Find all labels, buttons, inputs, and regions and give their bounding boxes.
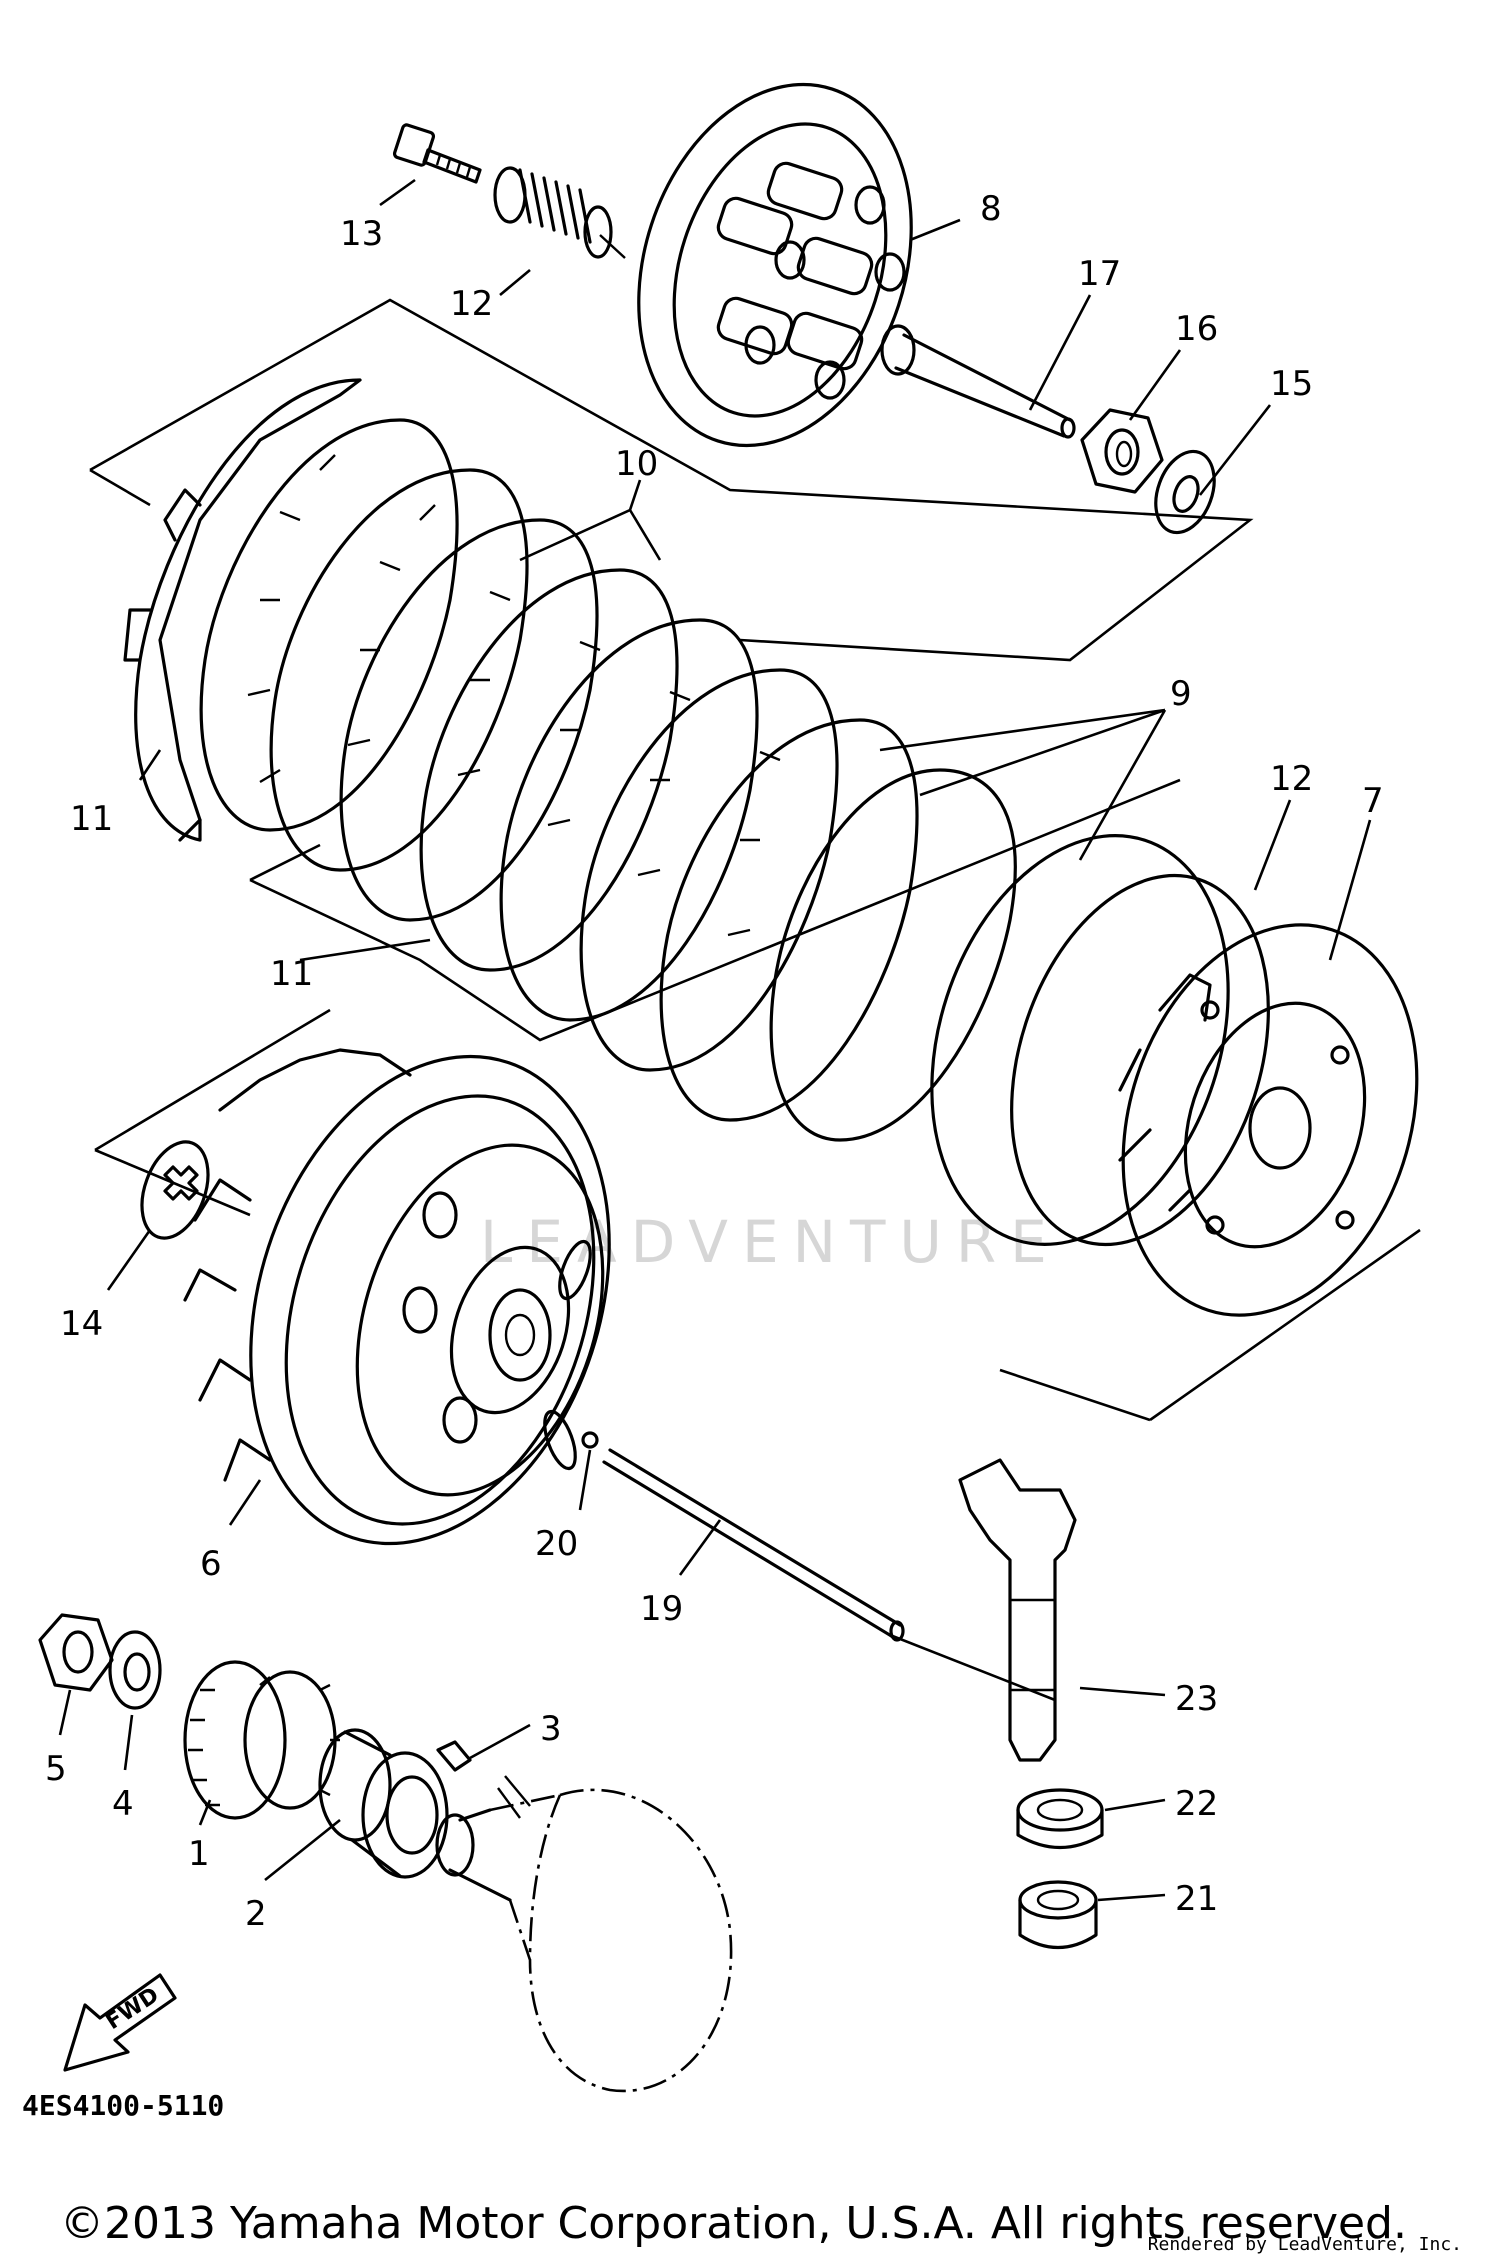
callout-1: 1 xyxy=(188,1834,210,1874)
bearing-21-part xyxy=(1018,1880,1098,1950)
primary-drive-gear-1-part xyxy=(183,1660,340,1820)
copyright-notice: ©2013 Yamaha Motor Corporation, U.S.A. A… xyxy=(60,2198,1407,2249)
oil-seal-22-part xyxy=(1016,1788,1104,1850)
pressure-plate-8-part xyxy=(637,82,913,448)
nut-5-part xyxy=(38,1613,114,1692)
friction-plate-stack-part xyxy=(123,378,1017,1142)
callout-7: 7 xyxy=(1362,781,1384,821)
leader-lines xyxy=(58,178,1372,1902)
fwd-arrow-icon: FWD xyxy=(63,1973,177,2072)
callout-10: 10 xyxy=(615,444,658,484)
callout-12-right: 12 xyxy=(1270,759,1313,799)
callout-5: 5 xyxy=(45,1749,67,1789)
push-rod-18-part xyxy=(880,324,1076,439)
washer-4-part xyxy=(108,1630,162,1710)
clutch-boss-7-part xyxy=(930,834,1419,1317)
callout-4: 4 xyxy=(112,1784,134,1824)
push-lever-23-part xyxy=(958,1458,1077,1762)
callout-22: 22 xyxy=(1175,1784,1218,1824)
spring-13-part xyxy=(493,166,626,259)
callouts: 13 12 8 17 16 15 10 9 12 7 11 11 11 14 6… xyxy=(45,189,1384,1934)
clutch-housing-6-part xyxy=(183,1048,611,1546)
key-3-part xyxy=(436,1740,472,1772)
callout-20: 20 xyxy=(535,1524,578,1564)
callout-19: 19 xyxy=(640,1589,683,1629)
callout-14: 13 xyxy=(340,214,383,254)
callout-23: 23 xyxy=(1175,1679,1218,1719)
callout-17: 16 xyxy=(1175,309,1218,349)
callout-6: 6 xyxy=(200,1544,222,1584)
washer-16-part xyxy=(1154,449,1216,535)
callout-18: 17 xyxy=(1078,254,1121,294)
callout-3: 3 xyxy=(540,1709,562,1749)
callout-9: 9 xyxy=(1170,674,1192,714)
callout-15: 14 xyxy=(60,1304,103,1344)
circlip-15-part xyxy=(140,1140,210,1240)
collar-2-part xyxy=(318,1728,449,1879)
push-rod-19-part xyxy=(602,1448,905,1642)
callout-21: 21 xyxy=(1175,1879,1218,1919)
ball-20-part xyxy=(581,1431,599,1449)
callout-11-label: 11 xyxy=(270,954,313,994)
callout-8: 8 xyxy=(980,189,1002,229)
callout-12-left: 11 xyxy=(70,799,113,839)
rendered-by-credit: Rendered by LeadVenture, Inc. xyxy=(1147,2234,1462,2255)
nut-17-part xyxy=(1080,408,1164,494)
callout-13: 12 xyxy=(450,284,493,324)
callout-2: 2 xyxy=(245,1894,267,1934)
watermark-text: LEADVENTURE xyxy=(480,1208,1061,1276)
bolt-14-part xyxy=(392,123,482,184)
diagram-part-number: 4ES4100-5110 xyxy=(22,2089,224,2122)
group-frame-top xyxy=(89,298,1254,662)
group-frame-middle xyxy=(249,778,1181,1042)
crankshaft-outline xyxy=(435,1775,733,2093)
callout-16: 15 xyxy=(1270,364,1313,404)
